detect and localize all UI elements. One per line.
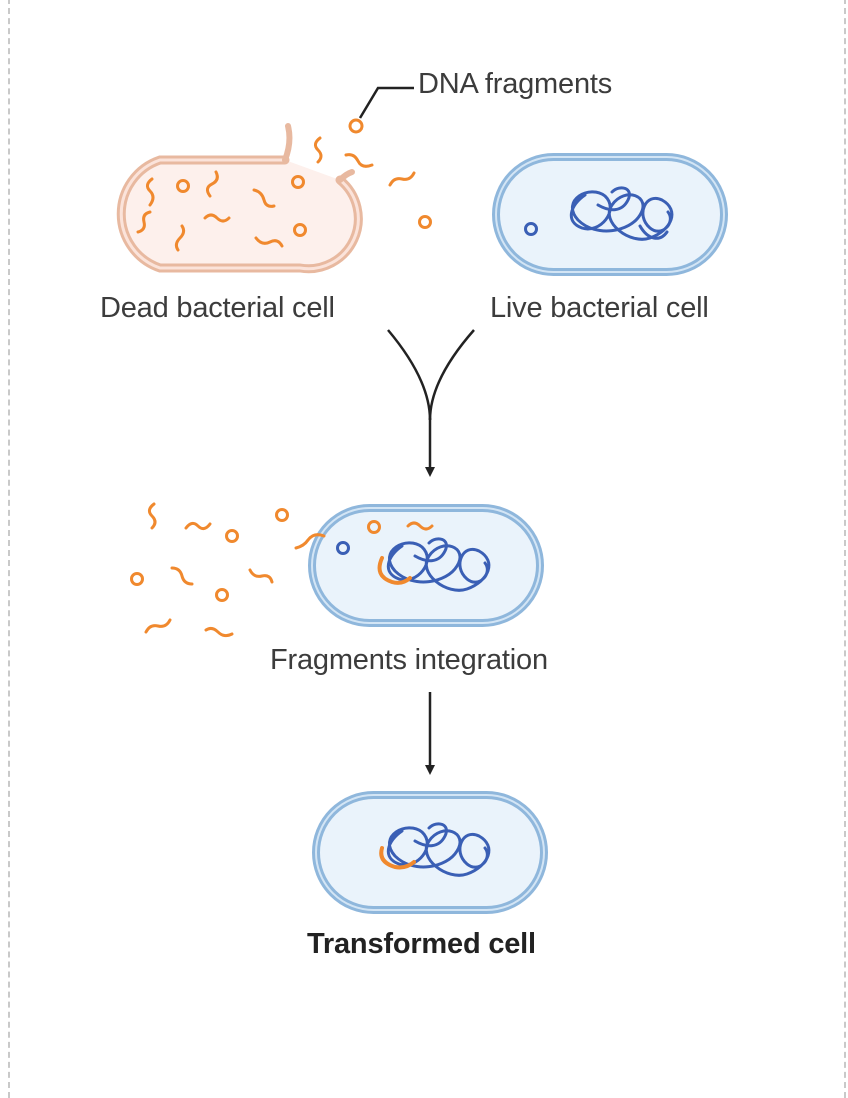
dead-cell-dna-fragments bbox=[136, 170, 307, 252]
dna-fragments-leader bbox=[358, 86, 414, 119]
transformed-cell-label: Transformed cell bbox=[307, 928, 536, 960]
live-bacterial-cell bbox=[492, 153, 728, 276]
dead-cell-label: Dead bacterial cell bbox=[100, 292, 335, 324]
chromosome-icon bbox=[387, 822, 491, 877]
free-dna-fragments bbox=[130, 502, 289, 638]
live-cell-label: Live bacterial cell bbox=[490, 292, 709, 324]
chromosome-icon bbox=[387, 537, 491, 592]
merge-arrow bbox=[387, 329, 475, 477]
figure-frame bbox=[8, 0, 846, 1098]
transformed-cell bbox=[312, 791, 548, 914]
dna-fragments-label: DNA fragments bbox=[418, 68, 613, 100]
dead-bacterial-cell bbox=[116, 123, 363, 274]
released-dna-fragments bbox=[313, 118, 432, 229]
integrating-cell bbox=[294, 504, 544, 627]
integration-label: Fragments integration bbox=[270, 644, 548, 676]
chromosome-icon bbox=[570, 186, 674, 241]
